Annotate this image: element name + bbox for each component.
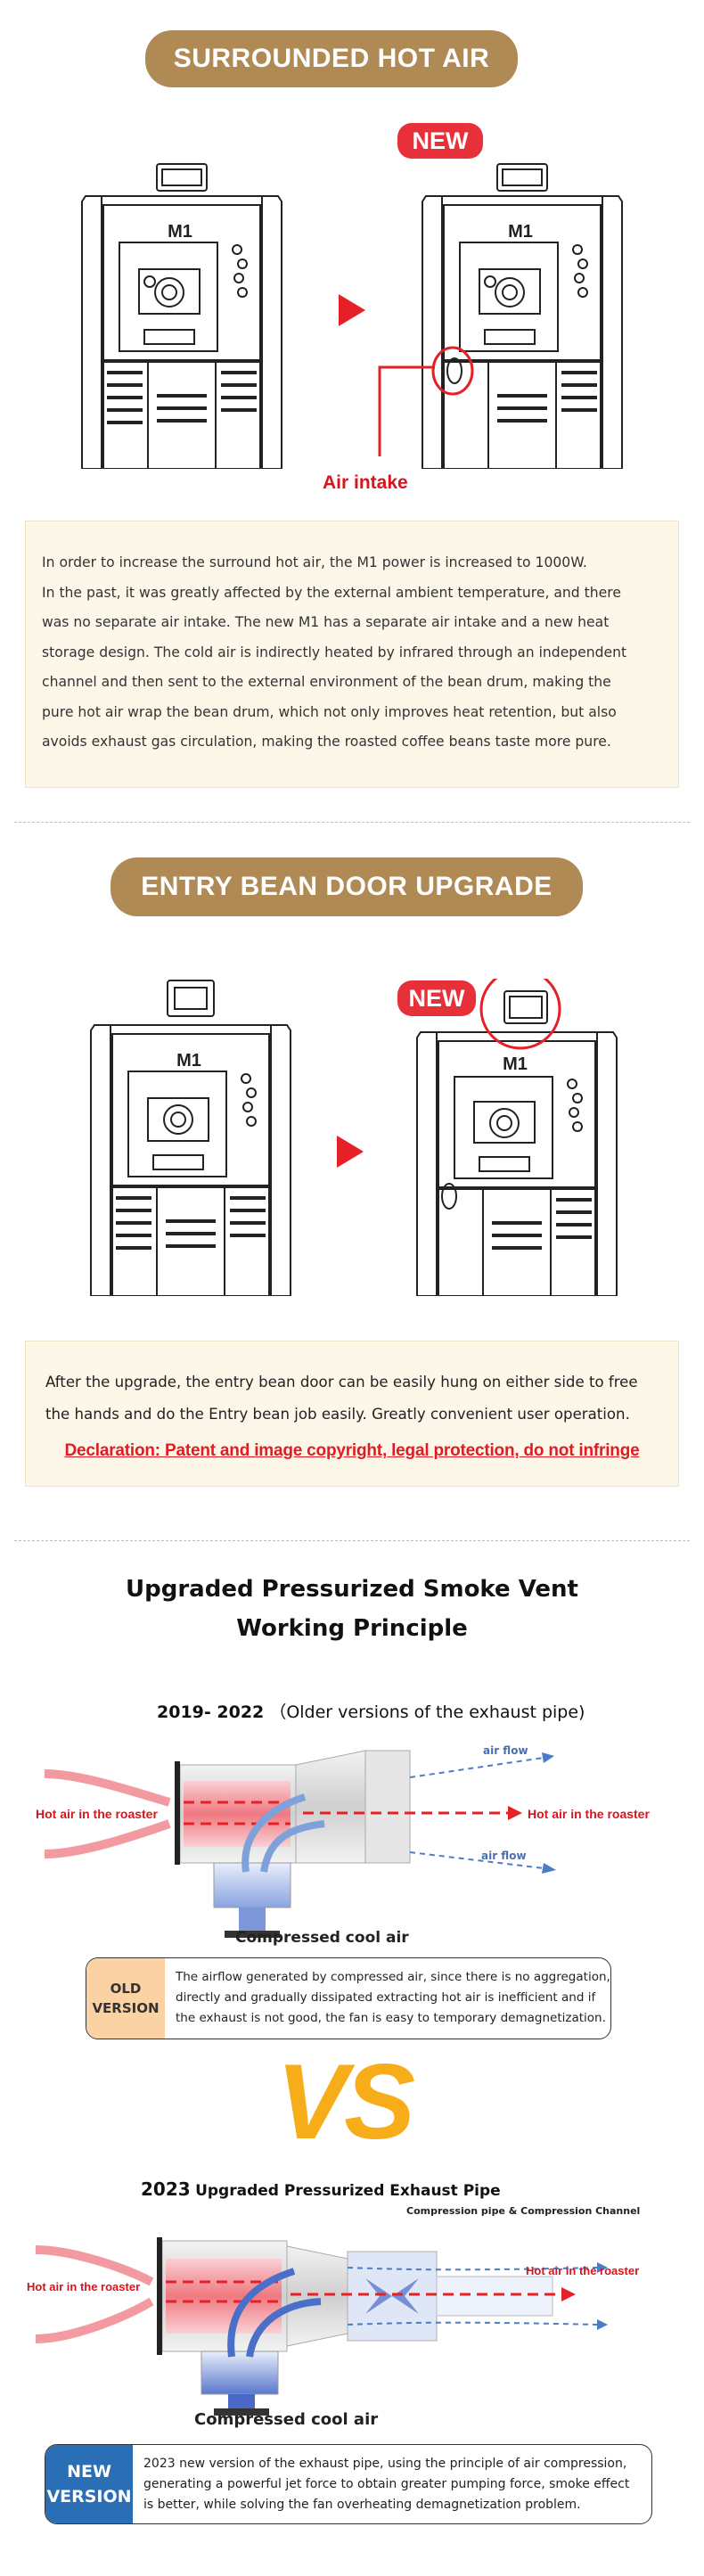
compression-channel-label: Compression pipe & Compression Channel (406, 2205, 640, 2217)
hot-air-label-right: Hot air in the roaster (526, 2264, 639, 2277)
hot-air-label-left: Hot air in the roaster (27, 2280, 140, 2293)
new-version-tag-line: VERSION (46, 2487, 132, 2506)
note-line: directly and gradually dissipated extrac… (176, 1990, 596, 2005)
hot-air-label-right: Hot air in the roaster (528, 1807, 650, 1821)
description-box-hot-air: In order to increase the surround hot ai… (25, 521, 679, 788)
new-version-subtitle: 2023 Upgraded Pressurized Exhaust Pipe (141, 2178, 501, 2200)
old-version-tag-line: VERSION (92, 2000, 160, 2016)
machine-illustration-old: M1 (81, 163, 282, 469)
new-version-note: NEW VERSION 2023 new version of the exha… (45, 2444, 652, 2524)
new-version-tag: NEW VERSION (45, 2445, 133, 2523)
note-line: is better, while solving the fan overhea… (143, 2498, 581, 2512)
paragraph-line: storage design. The cold air is indirect… (42, 644, 627, 660)
air-flow-label: air flow (483, 1744, 528, 1757)
old-version-description: The airflow generated by compressed air,… (176, 1967, 610, 2029)
note-line: generating a powerful jet force to obtai… (143, 2477, 630, 2491)
arrow-right-icon (337, 1136, 364, 1168)
air-flow-label: air flow (481, 1850, 527, 1862)
old-version-subtitle: 2019- 2022 （Older versions of the exhaus… (157, 1699, 585, 1723)
note-line: 2023 new version of the exhaust pipe, us… (143, 2457, 627, 2471)
bean-door-highlight (479, 979, 561, 1050)
old-version-years: 2019- 2022 (157, 1702, 265, 1722)
air-intake-highlight (431, 346, 474, 396)
section-divider (14, 822, 690, 823)
section-divider (14, 1540, 690, 1541)
paragraph-line: In order to increase the surround hot ai… (42, 554, 587, 570)
compressed-cool-air-label: Compressed cool air (194, 2410, 379, 2429)
compressed-cool-air-label: Compressed cool air (235, 1929, 409, 1947)
paragraph-line: After the upgrade, the entry bean door c… (45, 1374, 638, 1391)
old-exhaust-pipe-diagram: air flow air flow Hot air in the roaster… (36, 1744, 650, 1938)
paragraph-line: pure hot air wrap the bean drum, which n… (42, 703, 617, 720)
machine-illustration-new: M1 (422, 163, 623, 469)
machine-label-m1: M1 (503, 1054, 528, 1074)
new-badge: NEW (397, 123, 483, 159)
paragraph-line: was no separate air intake. The new M1 h… (42, 614, 610, 630)
paragraph-line: channel and then sent to the external en… (42, 674, 611, 690)
section-heading-surrounded-hot-air: SURROUNDED HOT AIR (145, 30, 518, 87)
paragraph-line: the hands and do the Entry bean job easi… (45, 1406, 630, 1423)
new-exhaust-pipe-diagram: Compression pipe & Compression Channel H… (27, 2205, 640, 2416)
new-version-year: 2023 (141, 2178, 191, 2200)
old-version-subtitle-text: （Older versions of the exhaust pipe) (269, 1702, 585, 1722)
air-intake-label: Air intake (323, 472, 408, 493)
new-badge: NEW (397, 980, 476, 1016)
machine-label-m1: M1 (168, 222, 192, 242)
machine-label-m1: M1 (176, 1051, 201, 1071)
new-version-subtitle-text: Upgraded Pressurized Exhaust Pipe (195, 2182, 501, 2200)
new-version-description: 2023 new version of the exhaust pipe, us… (143, 2454, 629, 2515)
old-version-note: OLD VERSION The airflow generated by com… (86, 1957, 611, 2039)
machine-illustration-new-door: M1 (416, 979, 618, 1296)
working-principle-title-line2: Working Principle (236, 1615, 468, 1642)
description-box-bean-door: After the upgrade, the entry bean door c… (25, 1341, 679, 1487)
paragraph-line: In the past, it was greatly affected by … (42, 584, 621, 601)
section-heading-entry-bean-door: ENTRY BEAN DOOR UPGRADE (111, 857, 583, 916)
new-version-tag-line: NEW (67, 2462, 111, 2482)
machine-label-m1: M1 (508, 222, 533, 242)
air-intake-callout-line (378, 365, 435, 456)
arrow-right-icon (339, 294, 365, 326)
old-version-tag: OLD VERSION (86, 1958, 165, 2039)
machine-illustration-old-door: M1 (90, 980, 291, 1296)
note-line: the exhaust is not good, the fan is easy… (176, 2011, 606, 2025)
hot-air-label-left: Hot air in the roaster (36, 1807, 158, 1821)
paragraph-line: avoids exhaust gas circulation, making t… (42, 734, 611, 750)
note-line: The airflow generated by compressed air,… (176, 1970, 610, 1984)
old-version-tag-line: OLD (110, 1981, 142, 1997)
vs-graphic: VS (276, 2042, 415, 2162)
working-principle-title-line1: Upgraded Pressurized Smoke Vent (126, 1576, 578, 1603)
declaration-text: Declaration: Patent and image copyright,… (64, 1441, 640, 1460)
